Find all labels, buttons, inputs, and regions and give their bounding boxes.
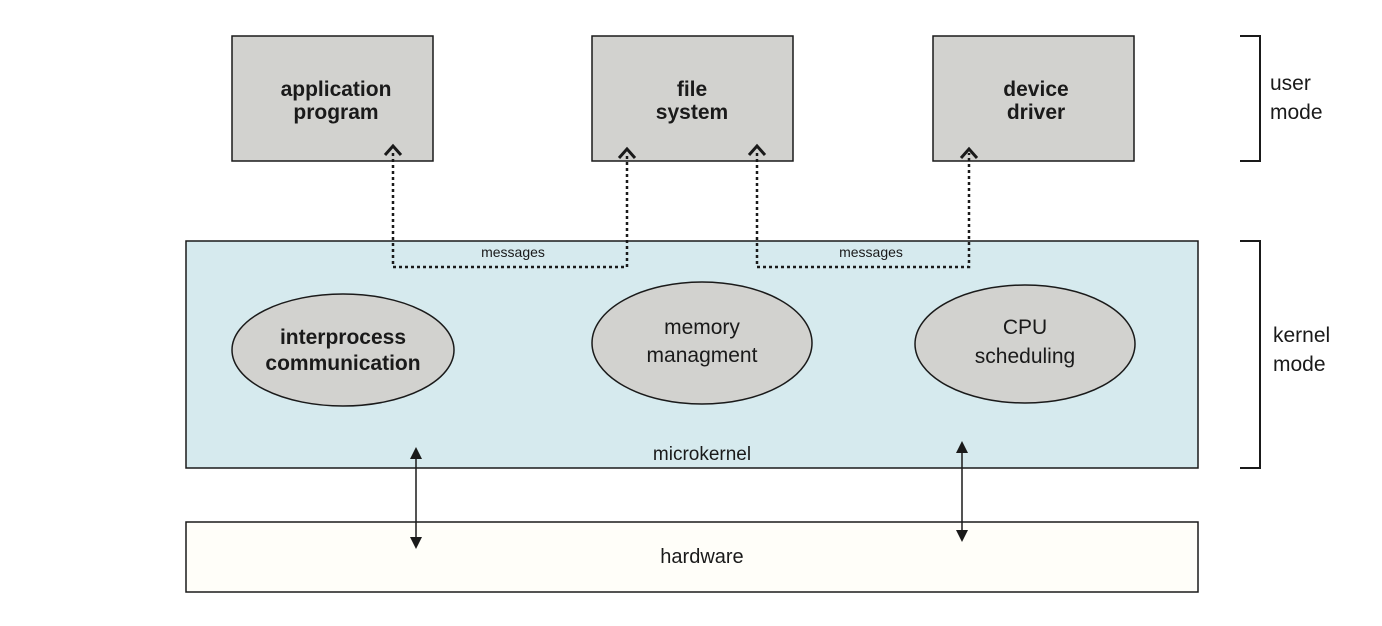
user-mode-label-line1: user [1270,72,1311,95]
kernel-hardware-arrow-left [410,447,422,549]
arrowhead-down-icon [410,537,422,549]
kernel-label: microkernel [653,444,751,465]
messages-label-left: messages [481,244,545,260]
box-label-line1: device [1003,78,1068,101]
user-box-device-driver: device driver [932,35,1135,162]
arrowhead-up-icon [410,447,422,459]
messages-label-right: messages [839,244,903,260]
component-label-line1: interprocess [280,326,406,349]
user-mode-bracket: user mode [1240,35,1323,162]
component-label-line2: managment [647,344,758,367]
component-interprocess-communication: interprocess communication [231,293,455,407]
arrowhead-up-icon [959,146,979,159]
message-path-right: messages [747,143,979,269]
arrowhead-up-icon [956,441,968,453]
user-box-application-program: application program [231,35,434,162]
box-label-line1: application [281,78,392,101]
component-label-line2: communication [265,352,420,375]
kernel-mode-label-line2: mode [1273,353,1326,376]
hardware-box: hardware [185,521,1199,593]
component-cpu-scheduling: CPU scheduling [914,284,1136,404]
arrowhead-up-icon [617,146,637,159]
component-label-line1: CPU [1003,316,1047,339]
message-path-left: messages [383,143,637,269]
kernel-hardware-arrow-right [956,441,968,542]
kernel-mode-bracket: kernel mode [1240,240,1330,469]
arrowhead-down-icon [956,530,968,542]
box-label-line2: program [293,101,378,124]
component-label-line1: memory [664,316,740,339]
kernel-mode-label-line1: kernel [1273,324,1330,347]
arrowhead-up-icon [383,143,403,156]
arrowhead-up-icon [747,143,767,156]
component-label-line2: scheduling [975,345,1075,368]
user-box-file-system: file system [591,35,794,162]
box-label-line2: system [656,101,728,124]
box-label-line1: file [677,78,707,101]
user-mode-label-line2: mode [1270,101,1323,124]
component-memory-managment: memory managment [591,281,813,405]
hardware-label: hardware [660,546,743,568]
box-label-line2: driver [1007,101,1065,124]
